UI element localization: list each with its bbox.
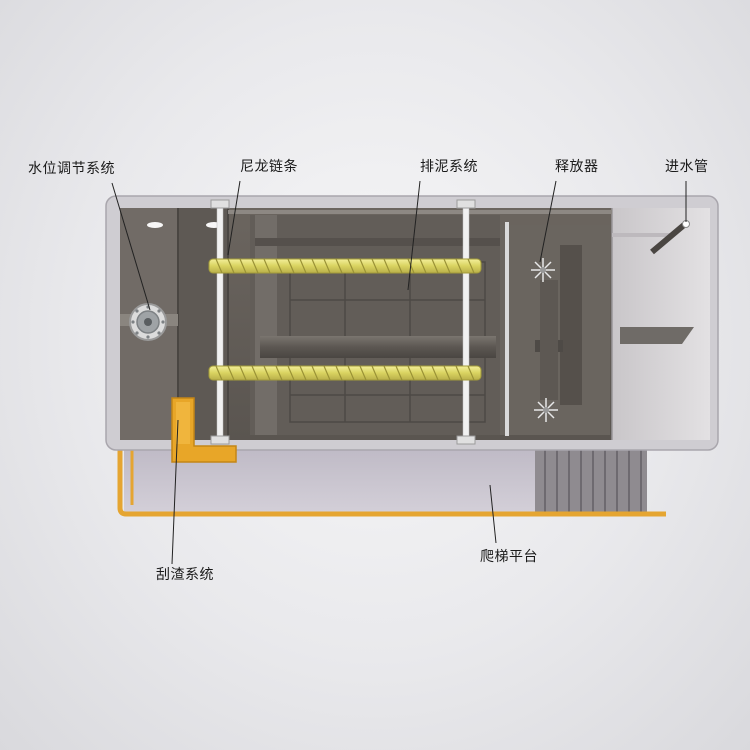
leader-releaser [539, 180, 557, 263]
inner-ledge [612, 233, 672, 237]
flotation-zone [250, 215, 500, 435]
leader-sludge [407, 180, 421, 291]
chain-shaft-left [210, 199, 230, 445]
partition-rod [505, 222, 509, 436]
label-inlet-pipe: 进水管 [665, 159, 709, 175]
water-level-adjuster [120, 303, 178, 341]
label-sludge-discharge-system: 排泥系统 [420, 159, 478, 175]
releaser-frame [535, 245, 582, 405]
releaser-nozzle-top [531, 258, 555, 282]
chain-shaft-right [456, 199, 476, 445]
label-nylon-chain: 尼龙链条 [240, 159, 298, 175]
top-beam [255, 238, 500, 246]
label-releaser: 释放器 [555, 159, 599, 175]
leader-lines [111, 180, 687, 565]
leader-nylon-chain [227, 180, 241, 256]
label-ladder-platform: 爬梯平台 [480, 549, 538, 565]
scum-scraper-trough [171, 397, 237, 463]
releaser-nozzle-bottom [534, 398, 558, 422]
leader-water-level [111, 182, 151, 311]
label-scum-scraper-system: 刮渣系统 [156, 567, 214, 583]
outlet-shelf [620, 327, 694, 344]
nylon-chain-upper [208, 258, 482, 274]
leader-ladder [489, 484, 497, 544]
leader-scum [171, 419, 179, 565]
label-water-level-system: 水位调节系统 [28, 161, 115, 177]
baffle-wall [255, 215, 277, 435]
nylon-chain-lower [208, 365, 482, 381]
inlet-pipe [650, 220, 690, 255]
distribution-pipe [260, 336, 496, 358]
walkway-rail [117, 450, 666, 517]
far-wall-edge [228, 210, 612, 214]
light-spot [147, 222, 163, 228]
ladder-platform [535, 445, 647, 513]
